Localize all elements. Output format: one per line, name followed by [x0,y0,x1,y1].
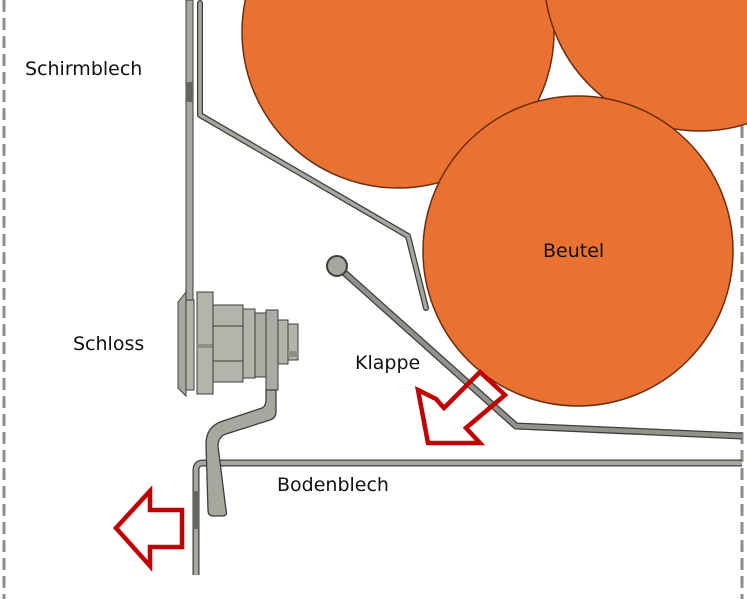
flap-hinge [326,255,348,277]
lock [177,290,299,517]
shield-plate-label: Schirmblech [25,58,143,80]
plate-pull-arrow [112,485,185,572]
bag-circle-top-right [545,0,747,132]
flap-label: Klappe [355,352,421,374]
bag-group [241,0,747,407]
bottom-plate [192,459,742,575]
flap [326,255,743,440]
flap-open-arrow [414,368,509,446]
bottom-plate-label: Bodenblech [277,474,389,496]
lock-lever [205,389,277,517]
lock-label: Schloss [73,333,145,355]
bag-label: Beutel [543,240,605,262]
bag-circle-main [422,95,734,407]
